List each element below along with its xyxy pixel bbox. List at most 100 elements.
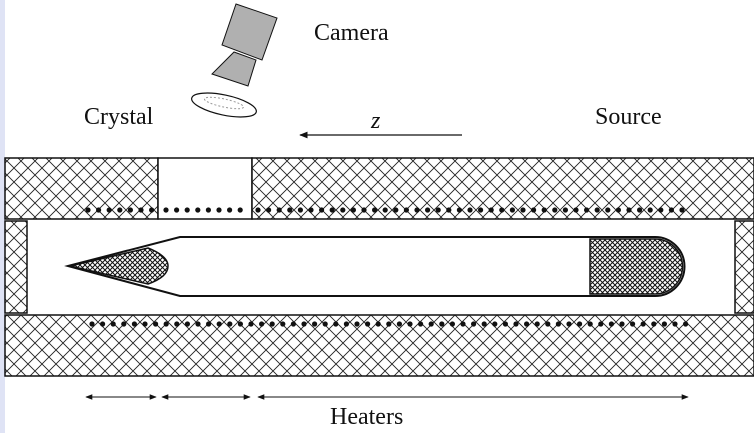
z-axis-label: z: [371, 108, 381, 134]
heater-coil-dot: [425, 207, 431, 213]
source-label: Source: [595, 104, 662, 130]
heater-coil-dot: [312, 321, 318, 327]
heater-coil-dot: [626, 207, 632, 213]
heater-coil-dot: [414, 207, 420, 213]
heater-coil-dot: [375, 321, 381, 327]
heater-coil-dot: [308, 207, 314, 213]
heater-coil-dot: [566, 321, 572, 327]
heater-coil-dot: [393, 207, 399, 213]
camera-icon: [211, 3, 278, 87]
heater-coil-dot: [227, 207, 233, 213]
heater-coil-dot: [287, 207, 293, 213]
heater-coil-dot: [301, 321, 307, 327]
heater-coil-dot: [280, 321, 286, 327]
heater-coil-dot: [322, 321, 328, 327]
heater-coil-dot: [456, 207, 462, 213]
heater-coil-dot: [216, 207, 222, 213]
heater-coil-dot: [227, 321, 233, 327]
heater-coil-dot: [89, 321, 95, 327]
heater-coil-dot: [605, 207, 611, 213]
heater-coil-dot: [269, 321, 275, 327]
heater-coil-dot: [587, 321, 593, 327]
heater-coil-dot: [354, 321, 360, 327]
heater-coil-dot: [661, 321, 668, 327]
ampoule: [64, 236, 686, 297]
heater-coil-dot: [386, 321, 392, 327]
source-material: [589, 238, 684, 295]
heater-coil-dot: [255, 207, 261, 213]
heater-coil-dot: [372, 207, 378, 213]
heater-coil-dot: [651, 321, 657, 327]
heater-coil-dot: [449, 321, 455, 327]
heater-coil-dot: [184, 207, 190, 213]
lens-icon: [191, 92, 257, 118]
heater-coil-dot: [584, 207, 590, 213]
heater-coil-dot: [481, 321, 487, 327]
heater-coil-dot: [418, 321, 424, 327]
heater-coil-dot: [502, 321, 508, 327]
heater-coil-dot: [127, 207, 133, 213]
heater-coil-dot: [403, 207, 409, 213]
heater-coil-dot: [658, 207, 664, 213]
heater-coil-dot: [509, 207, 515, 213]
crystal-seed: [69, 247, 169, 285]
heater-coil-dot: [206, 321, 212, 327]
heater-coil-dot: [340, 207, 346, 213]
heater-coil-dot: [248, 321, 254, 327]
heater-coil-dot: [608, 321, 615, 327]
heater-coil-dot: [637, 207, 643, 213]
heater-coil-dot: [121, 321, 127, 327]
heater-coil-dot: [153, 321, 159, 327]
heater-coil-dot: [382, 207, 388, 213]
heater-coil-dot: [520, 207, 526, 213]
heater-coil-dot: [329, 207, 335, 213]
heater-coil-dot: [562, 207, 569, 213]
heater-coil-dot: [149, 207, 155, 213]
heater-coil-dot: [573, 207, 579, 213]
bottom-heater-coils: [89, 321, 689, 327]
heater-coil-dot: [619, 321, 625, 327]
heater-coil-dot: [396, 321, 402, 327]
heater-coil-dot: [492, 321, 498, 327]
heater-coil-dot: [446, 207, 452, 213]
heater-coil-dot: [142, 321, 148, 327]
heater-coil-dot: [640, 321, 646, 327]
top-heater-coils: [85, 207, 685, 213]
heater-coil-dot: [276, 207, 282, 213]
right-end-plug: [734, 220, 754, 314]
heater-coil-dot: [343, 321, 349, 327]
heater-coil-dot: [679, 207, 685, 213]
heater-coil-dot: [647, 207, 653, 213]
heater-coil-dot: [555, 321, 562, 327]
heater-coil-dot: [237, 207, 243, 213]
heater-coil-dot: [471, 321, 477, 327]
heater-coil-dot: [96, 207, 102, 213]
heater-coil-dot: [541, 207, 547, 213]
heater-coil-dot: [439, 321, 445, 327]
heater-coil-dot: [524, 321, 530, 327]
heater-coil-dot: [435, 207, 441, 213]
heater-coil-dot: [407, 321, 413, 327]
heater-coil-dot: [195, 207, 201, 213]
heater-coil-dot: [594, 207, 600, 213]
heater-coil-dot: [106, 207, 112, 213]
heater-coil-dot: [237, 321, 243, 327]
heater-coil-dot: [488, 207, 494, 213]
heater-coil-dot: [534, 321, 540, 327]
heater-coil-dot: [630, 321, 636, 327]
heater-coil-dot: [174, 207, 180, 213]
camera-label: Camera: [314, 20, 389, 46]
heater-coil-dot: [428, 321, 434, 327]
heater-coil-dot: [467, 207, 473, 213]
heater-coil-dot: [615, 207, 622, 213]
heater-coil-dot: [216, 321, 222, 327]
heater-coil-dot: [460, 321, 466, 327]
heater-coil-dot: [117, 207, 123, 213]
heater-coil-dot: [297, 207, 303, 213]
heater-coil-dot: [259, 321, 265, 327]
heater-coil-dot: [577, 321, 583, 327]
heater-coil-dot: [205, 207, 211, 213]
heater-coil-dot: [100, 321, 106, 327]
